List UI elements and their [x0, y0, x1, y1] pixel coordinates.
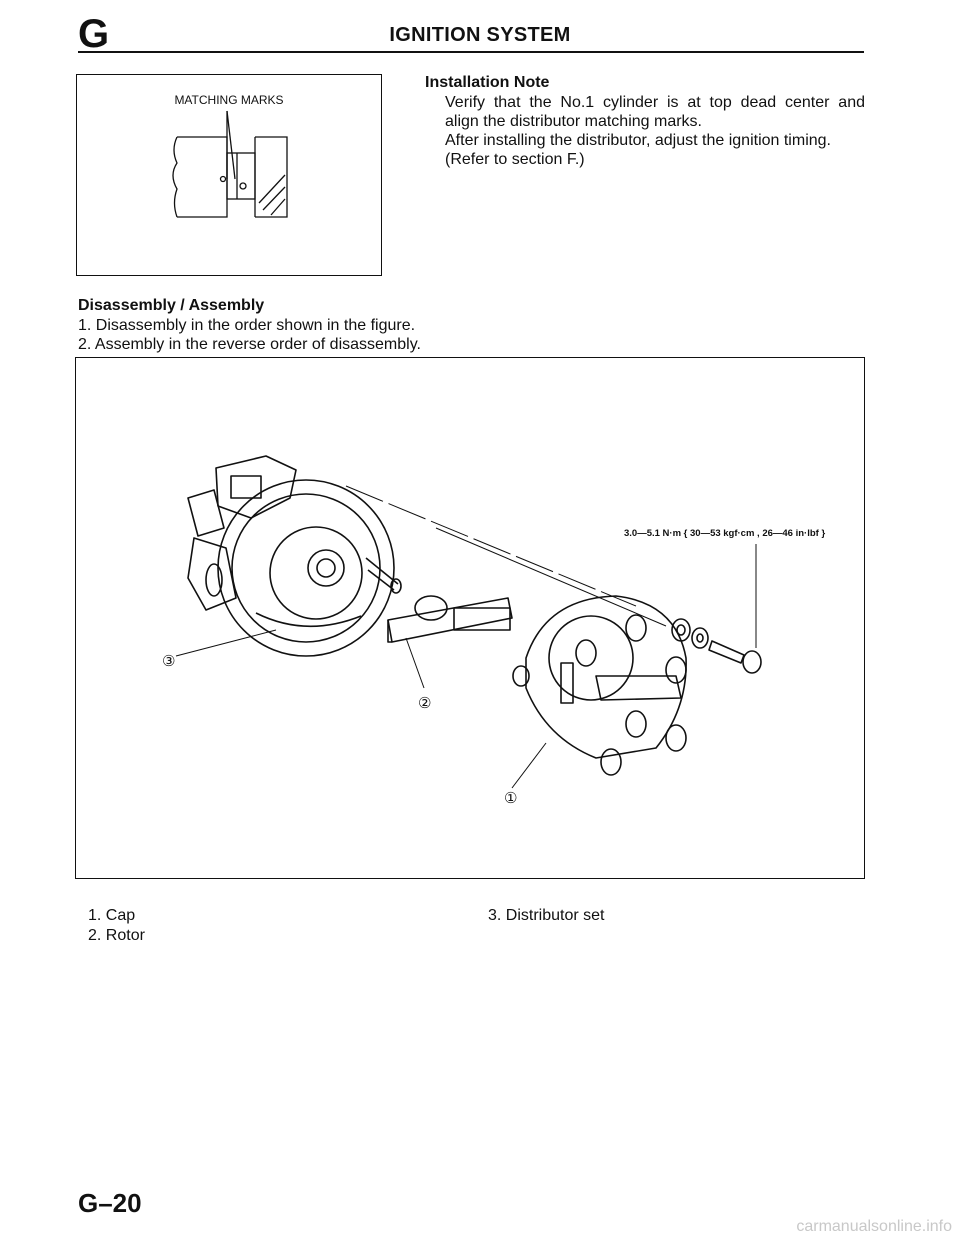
legend-item: 3. Distributor set	[488, 907, 605, 924]
installation-note-title: Installation Note	[425, 74, 550, 91]
legend-item: 2. Rotor	[88, 927, 145, 944]
matching-marks-label: MATCHING MARKS	[174, 93, 284, 107]
note-line: (Refer to section F.)	[445, 151, 585, 168]
parts-legend-right: 3. Distributor set	[488, 906, 604, 926]
legend-item: 1. Cap	[88, 907, 136, 924]
page-number: G–20	[78, 1188, 142, 1218]
header-divider	[78, 51, 864, 53]
note-line: After installing the distributor, adjust…	[445, 132, 831, 149]
distributor-exploded-drawing: ① ② ③	[162, 455, 762, 807]
note-line: Verify that the No.1 cylinder is at top …	[445, 94, 865, 111]
installation-note-body: Verify that the No.1 cylinder is at top …	[445, 93, 865, 169]
parts-legend-left: 1. Cap 2. Rotor	[88, 906, 145, 946]
disassembly-steps: 1. Disassembly in the order shown in the…	[78, 316, 421, 354]
note-line: align the distributor matching marks.	[445, 113, 702, 130]
page-title: IGNITION SYSTEM	[389, 24, 571, 46]
callout-rotor: ②	[418, 694, 431, 712]
matching-marks-figure: MATCHING MARKS	[76, 74, 382, 276]
exploded-view-figure: 3.0—5.1 N·m { 30—53 kgf·cm , 26—46 in·lb…	[75, 357, 865, 879]
section-letter: G	[78, 12, 110, 56]
distributor-coupling-drawing	[172, 110, 288, 218]
disassembly-title: Disassembly / Assembly	[78, 297, 265, 314]
torque-spec: 3.0—5.1 N·m { 30—53 kgf·cm , 26—46 in·lb…	[624, 528, 826, 539]
watermark: carmanualsonline.info	[796, 1218, 952, 1235]
disassembly-step: 1. Disassembly in the order shown in the…	[78, 317, 416, 334]
callout-distributor-set: ③	[162, 652, 175, 670]
callout-cap: ①	[504, 789, 517, 807]
disassembly-step: 2. Assembly in the reverse order of disa…	[78, 336, 421, 353]
